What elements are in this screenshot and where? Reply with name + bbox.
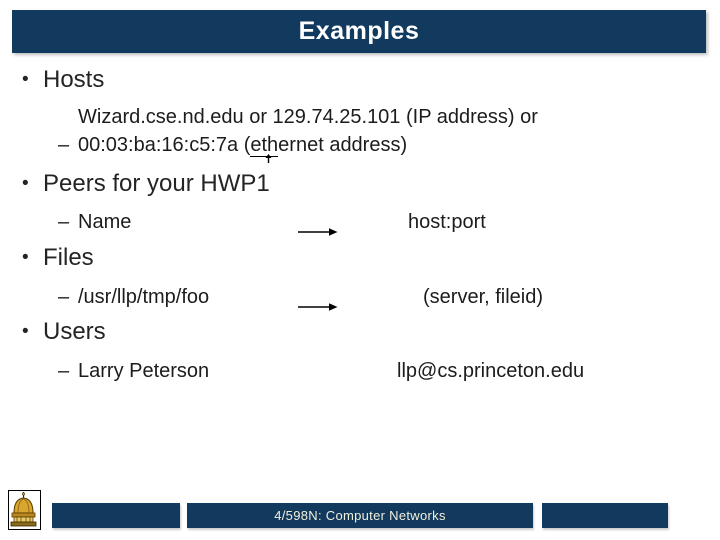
- footer-course-label: 4/598N: Computer Networks: [274, 508, 446, 523]
- hosts-heading: Hosts: [43, 66, 105, 93]
- peers-mapped-value: host:port: [408, 211, 486, 233]
- users-name-label: Larry Peterson: [78, 360, 210, 382]
- users-mapping-row: –Larry Peterson llp@cs.princeton.edu: [58, 357, 584, 385]
- dash-icon: –: [58, 360, 70, 382]
- files-mapping-row: –/usr/llp/tmp/foo (server, fileid): [58, 283, 543, 311]
- peers-name-label: Name: [78, 211, 132, 233]
- footer-bar-right: [542, 503, 668, 528]
- bullet-item-users: • Users: [22, 318, 106, 345]
- dash-icon: –: [58, 134, 70, 156]
- slide-title-bar: Examples: [12, 10, 706, 53]
- files-name-label: /usr/llp/tmp/foo: [78, 286, 210, 308]
- page-title: Examples: [298, 17, 420, 45]
- footer-bar-left: [52, 503, 180, 528]
- bullet-item-files: • Files: [22, 244, 94, 271]
- hosts-detail: –Wizard.cse.nd.edu or 129.74.25.101 (IP …: [58, 103, 538, 163]
- notre-dame-dome-logo: [8, 490, 41, 530]
- users-mapped-value: llp@cs.princeton.edu: [397, 360, 585, 382]
- dash-icon: –: [58, 286, 70, 308]
- files-mapped-value: (server, fileid): [423, 286, 544, 308]
- peers-heading: Peers for your HWP1: [43, 170, 270, 197]
- bullet-icon: •: [22, 321, 29, 342]
- dash-icon: –: [58, 211, 70, 233]
- bullet-item-hosts: • Hosts: [22, 66, 104, 93]
- underlined-eth: eth: [250, 134, 279, 163]
- peers-mapping-row: –Name host:port: [58, 208, 486, 236]
- footer-bar-center: 4/598N: Computer Networks: [187, 503, 533, 528]
- bullet-icon: •: [22, 69, 29, 90]
- files-heading: Files: [43, 244, 94, 271]
- bullet-icon: •: [22, 247, 29, 268]
- underline-arrow-icon: [265, 154, 272, 163]
- bullet-item-peers: • Peers for your HWP1: [22, 170, 270, 197]
- bullet-icon: •: [22, 173, 29, 194]
- users-heading: Users: [43, 318, 106, 345]
- hosts-detail-line1: Wizard.cse.nd.edu or 129.74.25.101 (IP a…: [78, 106, 538, 128]
- right-arrow-icon: [298, 217, 338, 236]
- right-arrow-icon: [298, 292, 338, 311]
